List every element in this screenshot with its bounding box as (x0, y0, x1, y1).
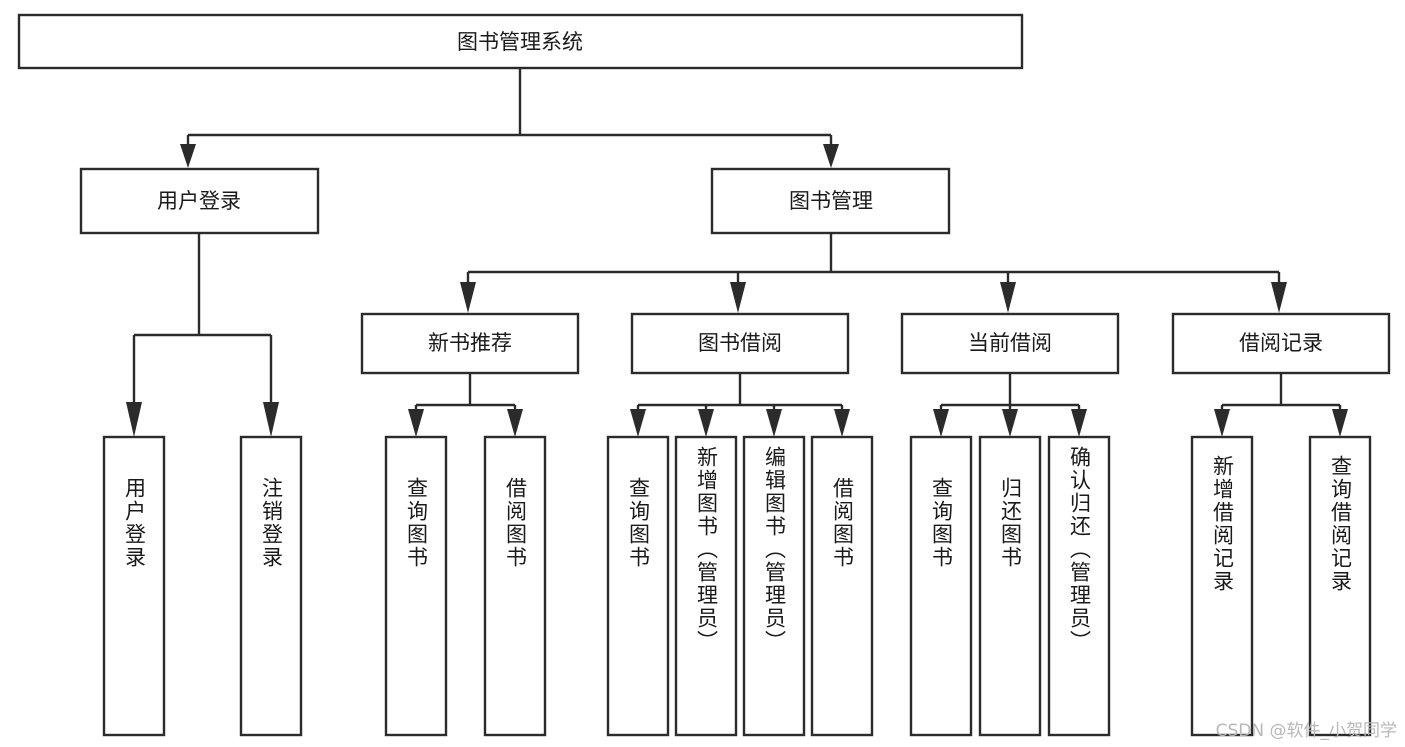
arrow-head-leaf-book-borrow-1 (630, 409, 646, 437)
arrow-head-current-borrow (1000, 282, 1016, 313)
leaf-label-wrap-current-borrow-1: 查询图书 (911, 477, 971, 727)
leaf-box-current-borrow-3[interactable] (1047, 435, 1111, 737)
connector-group-root (180, 68, 839, 168)
node-root-box[interactable] (17, 13, 1024, 70)
leaf-label-wrap-new-book-2: 借阅图书 (485, 477, 545, 727)
node-book-manage-label: 图书管理 (789, 189, 873, 213)
arrow-head-new-book (460, 282, 476, 313)
node-new-book-box[interactable] (360, 312, 580, 375)
leaf-label-book-borrow-4: 借阅图书 (830, 477, 855, 569)
arrow-head-book-borrow (730, 282, 746, 313)
leaf-label-wrap-current-borrow-2: 归还图书 (980, 477, 1040, 727)
leaf-label-book-borrow-2: 新增图书（管理员） (694, 446, 719, 653)
leaf-label-current-borrow-1: 查询图书 (929, 477, 954, 569)
leaf-label-new-book-1: 查询图书 (404, 477, 429, 569)
node-current-borrow-box[interactable] (900, 312, 1120, 375)
connector-group-user-login (126, 233, 279, 437)
leaf-label-wrap-current-borrow-3: 确认归还（管理员） (1049, 446, 1109, 731)
leaf-label-borrow-record-1: 新增借阅记录 (1210, 455, 1235, 593)
connector-group-book-manage (460, 234, 1287, 313)
leaf-box-user-login-2[interactable] (239, 435, 303, 737)
node-root-label: 图书管理系统 (457, 30, 583, 54)
node-current-borrow-label: 当前借阅 (968, 331, 1052, 355)
leaf-label-wrap-new-book-1: 查询图书 (386, 477, 446, 727)
leaf-label-wrap-user-login-2: 注销登录 (241, 477, 301, 727)
leaf-box-current-borrow-2[interactable] (978, 435, 1042, 737)
connector-group-borrow-record (1214, 373, 1348, 437)
connector-group-book-borrow (630, 373, 850, 437)
arrow-head-leaf-borrow-record-1 (1214, 409, 1230, 437)
arrow-head-leaf-borrow-record-2 (1332, 409, 1348, 437)
connector-group-current-borrow (933, 373, 1087, 437)
leaf-box-borrow-record-2[interactable] (1308, 435, 1372, 737)
node-book-borrow-label: 图书借阅 (698, 331, 782, 355)
leaf-label-wrap-book-borrow-2: 新增图书（管理员） (676, 446, 736, 731)
leaf-box-book-borrow-1[interactable] (606, 435, 670, 737)
arrow-head-leaf-book-borrow-2 (698, 409, 714, 437)
node-user-login-label: 用户登录 (157, 189, 241, 213)
leaf-box-new-book-1[interactable] (384, 435, 448, 737)
arrow-head-leaf-book-borrow-3 (766, 409, 782, 437)
arrow-head-leaf-user-login-2 (263, 402, 279, 437)
watermark-text: CSDN @软件_小贺同学 (1215, 721, 1397, 741)
leaf-box-current-borrow-1[interactable] (909, 435, 973, 737)
node-book-borrow-box[interactable] (630, 312, 850, 375)
arrow-head-leaf-current-borrow-2 (1002, 409, 1018, 437)
leaf-box-user-login-1[interactable] (102, 435, 166, 737)
leaf-label-new-book-2: 借阅图书 (503, 477, 528, 569)
leaf-box-book-borrow-3[interactable] (742, 435, 806, 737)
leaf-box-book-borrow-4[interactable] (810, 435, 874, 737)
leaf-label-current-borrow-2: 归还图书 (998, 477, 1023, 569)
arrow-head-leaf-book-borrow-4 (834, 409, 850, 437)
arrow-head-user-login (180, 144, 196, 168)
leaf-box-borrow-record-1[interactable] (1190, 435, 1254, 737)
arrow-head-leaf-new-book-1 (408, 409, 424, 437)
node-borrow-record-box[interactable] (1171, 312, 1391, 375)
node-new-book-label: 新书推荐 (428, 331, 512, 355)
leaf-box-new-book-2[interactable] (483, 435, 547, 737)
leaf-label-user-login-2: 注销登录 (259, 477, 284, 569)
node-user-login-box[interactable] (79, 167, 320, 235)
leaf-label-current-borrow-3: 确认归还（管理员） (1067, 446, 1092, 653)
leaf-label-user-login-1: 用户登录 (122, 477, 147, 569)
node-borrow-record-label: 借阅记录 (1239, 331, 1323, 355)
arrow-head-book-manage (823, 144, 839, 168)
leaf-label-book-borrow-3: 编辑图书（管理员） (762, 446, 787, 653)
node-book-manage-box[interactable] (710, 167, 951, 235)
arrow-head-leaf-current-borrow-3 (1071, 409, 1087, 437)
leaf-label-wrap-borrow-record-1: 新增借阅记录 (1192, 455, 1252, 725)
arrow-head-borrow-record (1271, 282, 1287, 313)
leaf-label-wrap-book-borrow-1: 查询图书 (608, 477, 668, 727)
leaf-label-wrap-user-login-1: 用户登录 (104, 477, 164, 727)
leaf-label-wrap-borrow-record-2: 查询借阅记录 (1310, 455, 1370, 725)
leaf-label-borrow-record-2: 查询借阅记录 (1328, 455, 1353, 593)
arrow-head-leaf-user-login-1 (126, 402, 142, 437)
leaf-label-wrap-book-borrow-3: 编辑图书（管理员） (744, 446, 804, 731)
leaf-box-book-borrow-2[interactable] (674, 435, 738, 737)
connector-group-new-book (408, 373, 523, 437)
leaf-label-book-borrow-1: 查询图书 (626, 477, 651, 569)
arrow-head-leaf-current-borrow-1 (933, 409, 949, 437)
leaf-label-wrap-book-borrow-4: 借阅图书 (812, 477, 872, 727)
arrow-head-leaf-new-book-2 (507, 409, 523, 437)
